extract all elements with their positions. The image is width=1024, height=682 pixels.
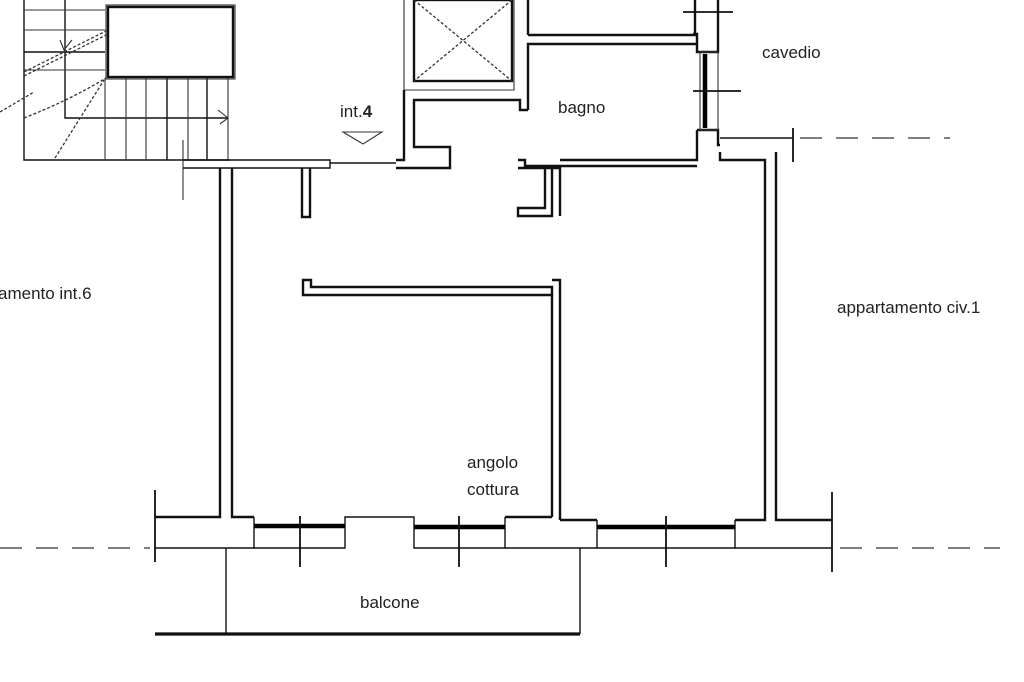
label-cottura: cottura (467, 480, 519, 499)
label-appartamento-int6: amento int.6 (0, 284, 92, 303)
label-balcone: balcone (360, 593, 420, 612)
entrance-walls (183, 90, 697, 218)
apartment-walls (154, 152, 833, 572)
label-appartamento-civ1: appartamento civ.1 (837, 298, 981, 317)
bathroom (526, 0, 794, 162)
entrance-marker-icon (341, 131, 384, 145)
label-int4-prefix: int. (340, 102, 363, 121)
label-bagno: bagno (558, 98, 606, 117)
balcony (155, 548, 581, 636)
elevator-shaft (403, 0, 515, 91)
label-int4: int.4 (340, 102, 372, 122)
property-lines (0, 137, 1000, 549)
label-int4-number: 4 (362, 102, 373, 121)
label-angolo: angolo (467, 453, 519, 472)
label-cavedio: cavedio (762, 43, 821, 62)
facade (155, 516, 832, 567)
stairwell (0, 0, 236, 200)
